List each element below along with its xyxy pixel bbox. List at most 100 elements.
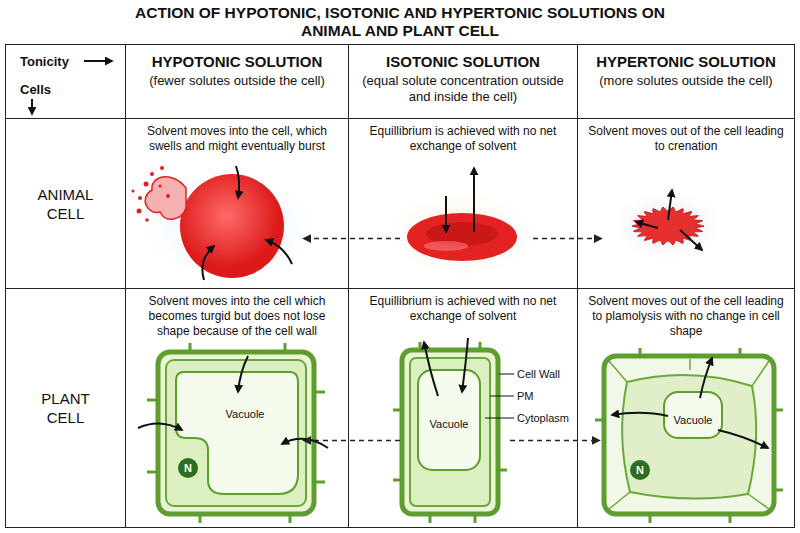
swollen-animal-cell-part-part <box>236 166 239 198</box>
body-text: Solvent moves out of the cell leading to… <box>583 294 789 339</box>
swollen-animal-cell-part <box>131 166 170 222</box>
turgid-plant-cell-part-part <box>138 423 182 430</box>
corner-arrows-part <box>84 60 112 62</box>
turgid-plant-cell-part <box>158 352 314 514</box>
swollen-animal-cell-part <box>180 174 284 278</box>
swollen-animal-cell <box>130 166 330 288</box>
body-cell: Solvent moves out of the cell leading to… <box>577 118 795 289</box>
dashed-arrow <box>304 238 400 240</box>
normal-plant-cell-part-part <box>485 374 514 418</box>
normal-plant-cell-part <box>393 342 507 523</box>
normal-red-blood-cell-part-part <box>473 168 475 232</box>
dashed-arrow <box>304 440 400 442</box>
body-cell: Solvent moves out of the cell leading to… <box>577 288 795 528</box>
normal-plant-cell-part <box>485 374 514 418</box>
plasmolysed-plant-cell-part <box>612 358 768 448</box>
normal-plant-cell-part <box>418 370 480 470</box>
body-cell: Solvent moves into the cell, which swell… <box>125 118 349 289</box>
plasmolysed-plant-cell-part <box>664 392 722 438</box>
plasmolysed-plant-cell-part <box>604 356 774 514</box>
body-text: Solvent moves into the cell which become… <box>131 294 343 339</box>
turgid-plant-cell-part-part <box>238 356 248 392</box>
plasmolysed-plant-cell-part-part <box>718 430 768 448</box>
body-text: Equillibrium is achieved with no net exc… <box>354 124 572 154</box>
normal-plant-cell-part-part <box>462 338 468 392</box>
part-label: Vacuole <box>430 418 469 431</box>
turgid-plant-cell-part-part <box>147 343 325 523</box>
part-label: PM <box>517 390 534 403</box>
head-text: HYPOTONIC SOLUTION <box>132 53 342 71</box>
corner-arrows-part <box>31 99 33 114</box>
head-cell: ISOTONIC SOLUTION(equal solute concentra… <box>348 44 578 119</box>
swollen-animal-cell-part-part <box>131 189 134 192</box>
normal-red-blood-cell-part-part <box>445 196 447 232</box>
corner-cell: TonicityCells <box>5 44 126 119</box>
swollen-animal-cell-part-part <box>150 172 154 176</box>
crenated-cell-part-part <box>668 190 672 220</box>
normal-plant-cell-part-part <box>424 342 438 396</box>
body-text: Solvent moves out of the cell leading to… <box>583 124 789 154</box>
plasmolysed-plant-cell-part-part <box>700 358 712 398</box>
plasmolysed-plant-cell-part <box>590 355 790 525</box>
swollen-animal-cell-part <box>202 166 292 280</box>
head-cell: HYPOTONIC SOLUTION (fewer solutes outside… <box>125 44 349 119</box>
swollen-animal-cell-part-part <box>137 209 142 214</box>
swollen-animal-cell-part-part <box>266 240 292 264</box>
row-text: PLANT CELL <box>31 389 101 427</box>
nucleus-label: N <box>184 462 192 475</box>
crenated-cell-part-part <box>680 230 702 250</box>
body-cell: Equillibrium is achieved with no net exc… <box>348 118 578 289</box>
dashed-arrow <box>510 440 599 442</box>
row-text: ANIMAL CELL <box>31 185 101 223</box>
crenated-cell-part <box>636 190 702 250</box>
swollen-animal-cell-part-part <box>202 246 214 280</box>
normal-red-blood-cell <box>377 168 547 282</box>
plasmolysed-plant-cell-part-part <box>609 359 769 509</box>
turgid-plant-cell-part <box>166 360 306 506</box>
corner-text: Cells <box>20 82 51 97</box>
head-text: (equal solute concentration outside and … <box>355 73 571 105</box>
crenated-cell-part-part <box>636 222 658 228</box>
swollen-animal-cell-part-part <box>138 196 142 200</box>
head-text: HYPERTONIC SOLUTION <box>584 53 788 71</box>
swollen-animal-cell-part <box>145 177 186 219</box>
swollen-animal-cell-part-part <box>144 182 149 187</box>
normal-red-blood-cell-part <box>377 186 547 282</box>
head-text: (more solutes outside the cell) <box>584 73 788 89</box>
head-text: (fewer solutes outside the cell) <box>132 73 342 89</box>
body-text: Solvent moves into the cell, which swell… <box>131 124 343 154</box>
plasmolysed-plant-cell-part <box>630 460 650 480</box>
normal-red-blood-cell-part <box>424 241 468 251</box>
normal-plant-cell-part <box>410 358 490 506</box>
body-text: Equillibrium is achieved with no net exc… <box>354 294 572 324</box>
normal-red-blood-cell-part <box>407 213 517 261</box>
swollen-animal-cell-part-part <box>145 218 149 222</box>
part-label: Vacuole <box>226 408 265 421</box>
normal-plant-cell-part <box>402 350 498 514</box>
normal-plant-cell <box>393 338 514 523</box>
crenated-cell-part <box>606 188 730 264</box>
normal-plant-cell-part-part <box>393 342 507 523</box>
turgid-plant-cell-part <box>138 356 328 448</box>
crenated-cell <box>606 188 730 264</box>
swollen-animal-cell-part-part <box>158 184 161 187</box>
turgid-plant-cell-part <box>147 343 325 523</box>
plasmolysed-plant-cell-part-part <box>612 413 668 416</box>
plasmolysed-plant-cell-part <box>622 375 756 499</box>
part-label: Vacuole <box>674 414 713 427</box>
plasmolysed-plant-cell-part-part <box>595 348 783 523</box>
corner-text: Tonicity <box>20 54 69 69</box>
turgid-plant-cell <box>131 343 341 528</box>
part-label: Cell Wall <box>517 368 560 381</box>
part-label: Cytoplasm <box>517 412 569 425</box>
swollen-animal-cell-part <box>130 168 330 288</box>
row-cell: ANIMAL CELL <box>5 118 126 289</box>
turgid-plant-cell-part <box>178 458 198 478</box>
row-cell: PLANT CELL <box>5 288 126 528</box>
plasmolysed-plant-cell-part <box>609 359 769 509</box>
head-cell: HYPERTONIC SOLUTION (more solutes outside… <box>577 44 795 119</box>
turgid-plant-cell-part <box>131 344 341 528</box>
body-cell: Equillibrium is achieved with no net exc… <box>348 288 578 528</box>
